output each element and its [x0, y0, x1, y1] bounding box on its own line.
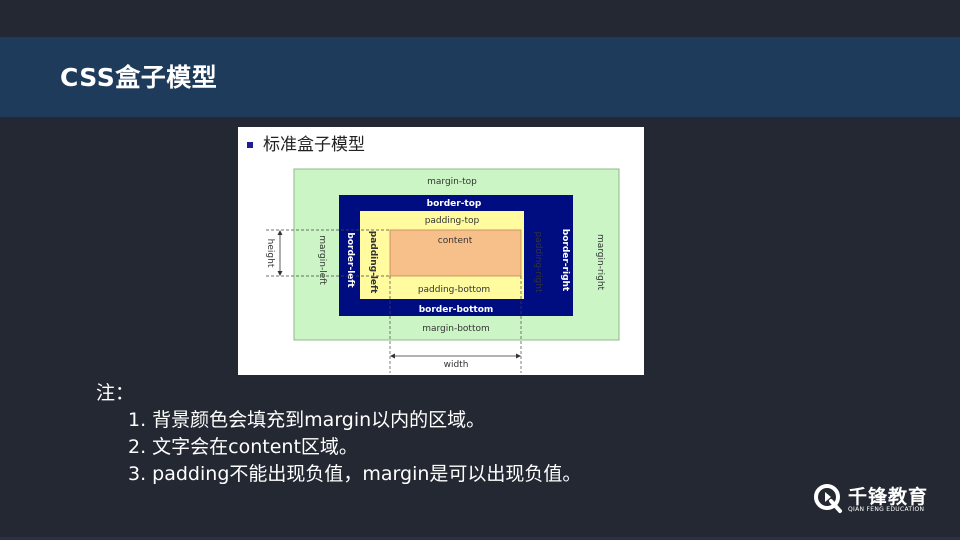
margin-left-label: margin-left: [317, 235, 327, 285]
padding-top-label: padding-top: [425, 216, 480, 226]
border-right-label: border-right: [560, 229, 570, 292]
content-box: [389, 229, 522, 277]
logo-mark-icon: [814, 484, 842, 513]
width-arrow-head-left: [390, 353, 395, 359]
bottom-divider: [0, 537, 960, 540]
logo-en-text: QIAN FENG EDUCATION: [848, 506, 925, 513]
note-item: 2. 文字会在content区域。: [128, 436, 358, 458]
width-label: width: [444, 360, 469, 370]
heading-bullet: [247, 142, 253, 148]
height-label: height: [265, 239, 275, 268]
notes-label: 注：: [96, 382, 135, 404]
slide-title: CSS盒子模型: [60, 63, 218, 92]
note-item: 1. 背景颜色会填充到margin以内的区域。: [128, 409, 486, 431]
box-model-diagram: 标准盒子模型 margin-top margin-bottom margin-l…: [238, 127, 644, 375]
title-bar: [0, 37, 960, 117]
diagram-heading: 标准盒子模型: [263, 135, 365, 155]
border-left-label: border-left: [345, 232, 355, 288]
border-bottom-label: border-bottom: [419, 305, 494, 315]
padding-left-label: padding-left: [368, 231, 378, 294]
logo-cn-text: 千锋教育: [848, 486, 929, 508]
margin-right-label: margin-right: [595, 234, 605, 291]
brand-logo: 千锋教育 QIAN FENG EDUCATION: [812, 482, 942, 518]
margin-top-label: margin-top: [427, 177, 477, 187]
height-arrow-head-bottom: [277, 271, 283, 276]
notes-list: 1. 背景颜色会填充到margin以内的区域。 2. 文字会在content区域…: [96, 407, 581, 488]
border-top-label: border-top: [427, 199, 482, 209]
padding-right-label: padding-right: [533, 232, 543, 293]
height-arrow-head-top: [277, 230, 283, 235]
note-item: 3. padding不能出现负值，margin是可以出现负值。: [128, 463, 582, 485]
margin-bottom-label: margin-bottom: [422, 324, 490, 334]
width-arrow-head-right: [516, 353, 521, 359]
notes: 注： 1. 背景颜色会填充到margin以内的区域。 2. 文字会在conten…: [96, 380, 581, 488]
content-label: content: [438, 236, 473, 246]
padding-bottom-label: padding-bottom: [418, 285, 490, 295]
